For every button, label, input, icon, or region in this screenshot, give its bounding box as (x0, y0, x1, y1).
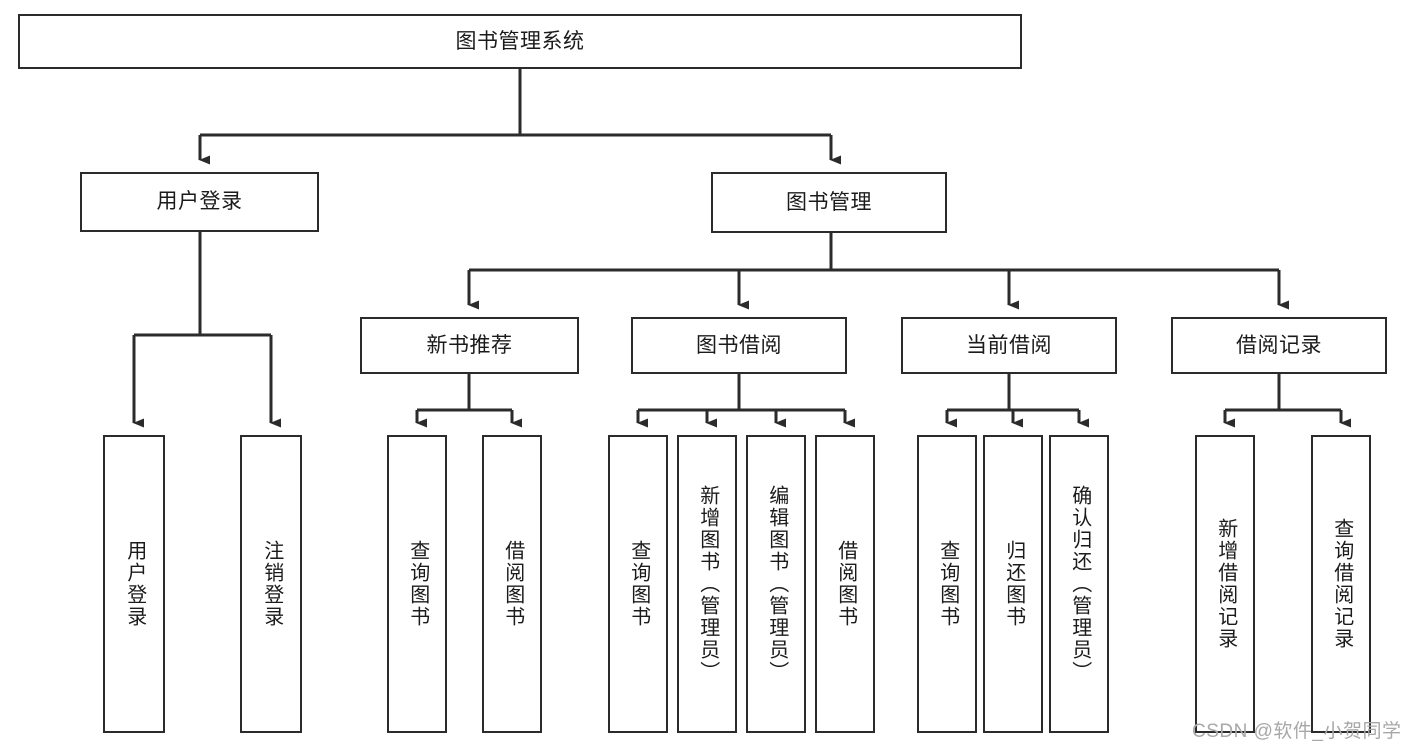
node-leaf-query-book-1-label: 查询图书 (406, 540, 429, 628)
node-leaf-user-login[interactable]: 用户登录 (103, 435, 165, 733)
node-leaf-borrow-book-1[interactable]: 借阅图书 (482, 435, 542, 733)
node-leaf-query-book-3[interactable]: 查询图书 (917, 435, 977, 733)
node-book-management[interactable]: 图书管理 (711, 172, 947, 233)
node-book-borrow-label: 图书借阅 (696, 333, 782, 357)
node-leaf-query-book-3-label: 查询图书 (936, 540, 959, 628)
node-leaf-add-book-admin-label: 新增图书（管理员） (696, 485, 719, 683)
node-user-login-label: 用户登录 (156, 190, 243, 214)
node-current-borrow-label: 当前借阅 (966, 333, 1052, 357)
node-leaf-confirm-return-admin[interactable]: 确认归还（管理员） (1049, 435, 1109, 733)
node-leaf-return-book-label: 归还图书 (1002, 540, 1025, 628)
node-leaf-user-logout[interactable]: 注销登录 (240, 435, 302, 733)
node-book-management-label: 图书管理 (786, 190, 872, 214)
node-leaf-query-borrow-record-label: 查询借阅记录 (1330, 518, 1353, 650)
node-leaf-confirm-return-admin-label: 确认归还（管理员） (1068, 485, 1091, 683)
watermark-text: CSDN @软件_小贺同学 (1192, 721, 1402, 742)
node-leaf-borrow-book-2-label: 借阅图书 (834, 540, 857, 628)
node-leaf-return-book[interactable]: 归还图书 (983, 435, 1043, 733)
node-root-label: 图书管理系统 (455, 29, 585, 53)
node-current-borrow[interactable]: 当前借阅 (901, 317, 1117, 374)
node-user-login[interactable]: 用户登录 (80, 172, 319, 232)
node-leaf-query-borrow-record[interactable]: 查询借阅记录 (1311, 435, 1371, 733)
node-new-book-recommend-label: 新书推荐 (426, 333, 513, 357)
node-leaf-borrow-book-2[interactable]: 借阅图书 (815, 435, 875, 733)
node-leaf-user-logout-label: 注销登录 (260, 540, 283, 628)
node-leaf-query-book-2[interactable]: 查询图书 (608, 435, 668, 733)
node-leaf-query-book-2-label: 查询图书 (627, 540, 650, 628)
node-leaf-borrow-book-1-label: 借阅图书 (501, 540, 524, 628)
node-leaf-edit-book-admin-label: 编辑图书（管理员） (765, 485, 788, 683)
node-book-borrow[interactable]: 图书借阅 (631, 317, 847, 374)
node-root[interactable]: 图书管理系统 (18, 14, 1022, 69)
node-leaf-user-login-label: 用户登录 (123, 540, 146, 628)
node-new-book-recommend[interactable]: 新书推荐 (360, 317, 579, 374)
node-leaf-add-book-admin[interactable]: 新增图书（管理员） (677, 435, 737, 733)
node-borrow-record[interactable]: 借阅记录 (1171, 317, 1387, 374)
node-leaf-query-book-1[interactable]: 查询图书 (387, 435, 447, 733)
node-leaf-edit-book-admin[interactable]: 编辑图书（管理员） (746, 435, 806, 733)
node-leaf-add-borrow-record[interactable]: 新增借阅记录 (1195, 435, 1255, 733)
node-borrow-record-label: 借阅记录 (1236, 333, 1322, 357)
node-leaf-add-borrow-record-label: 新增借阅记录 (1214, 518, 1237, 650)
